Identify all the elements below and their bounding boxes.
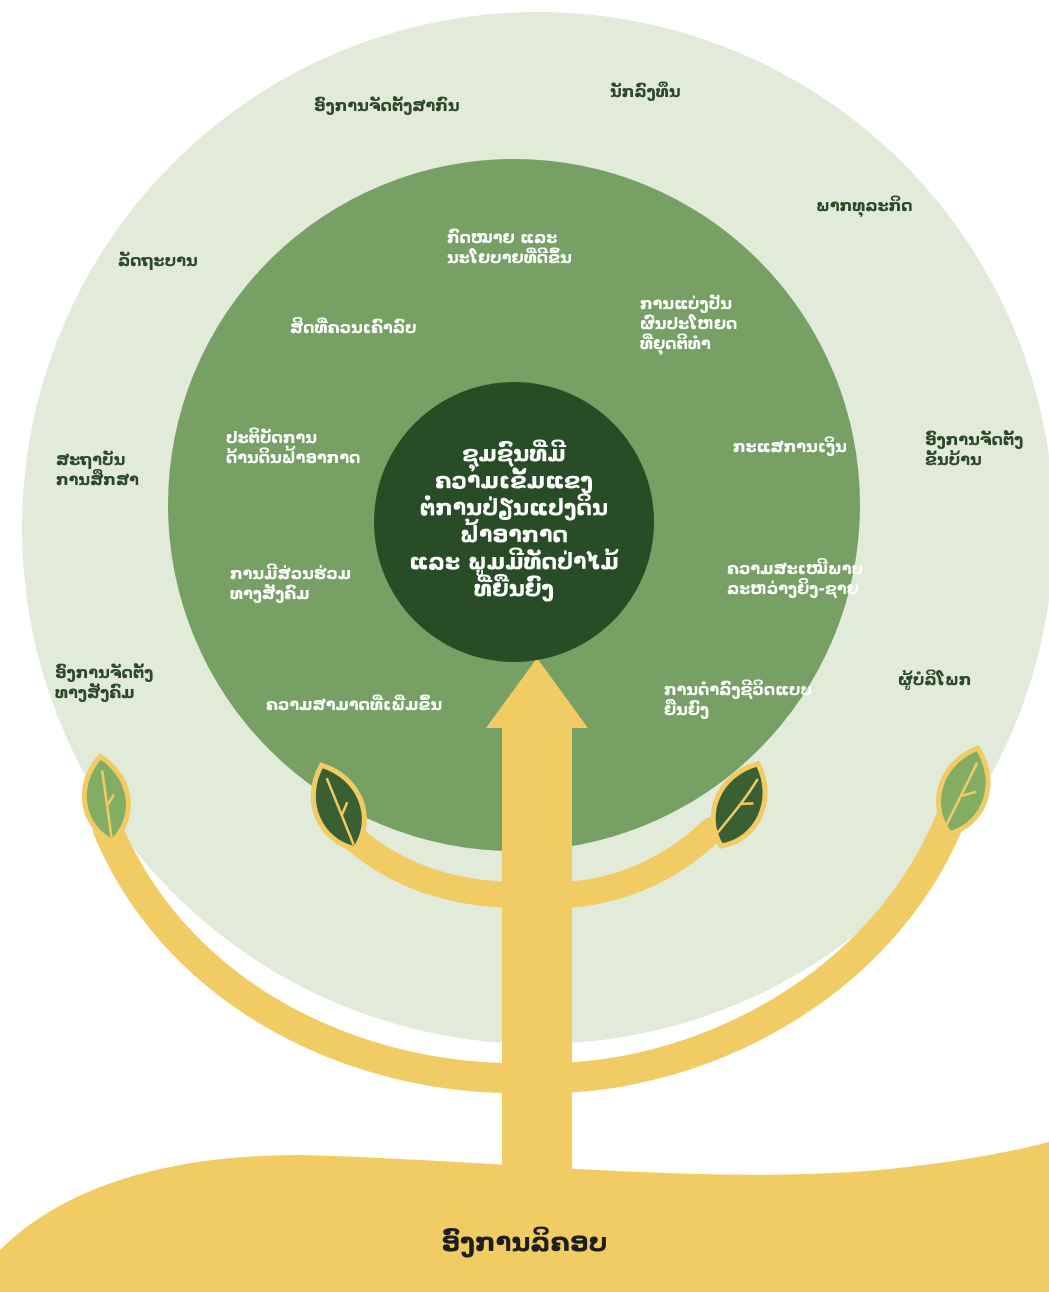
middle-label-climate-action: ປະຕິບັດການ ດ້ານດິນຟ້າອາກາດ [226,428,361,467]
right-inner-branch [543,817,725,908]
middle-label-social-participation: ການມີສ່ວນຮ່ວມ ທາງສັງຄົມ [230,564,352,603]
core-circle [374,382,654,662]
middle-label-gender-equality: ຄວາມສະເໝີພາບ ລະຫວ່າງຍິງ-ຊາຍ [727,559,864,598]
middle-label-laws: ກົດໝາຍ ແລະ ນະໂຍບາຍທີ່ດີຂຶ້ນ [447,228,572,267]
leaf-icon [710,760,768,849]
middle-label-finance-flow: ກະແສການເງິນ [733,437,847,456]
leaf-icon [310,762,367,852]
outer-label-social-orgs: ອົງການຈັດຕັ້ງ ທາງສັງຄົມ [55,663,154,702]
outer-label-consumers: ຜູ້ບໍລິໂພກ [898,670,972,689]
middle-label-livelihoods: ການດໍາລົງຊີວິດແບບ ຍືນຍົງ [664,680,813,719]
right-outer-branch [541,805,965,1093]
ground [0,1142,1049,1292]
left-inner-branch [337,822,533,908]
ground-label: ອົງການລິຄອບ [441,1228,608,1258]
trunk [502,720,572,1240]
middle-label-rights: ສິດທີ່ຄວນເຄົາລົບ [290,318,417,337]
outer-label-academic: ສະຖາບັນ ການສຶກສາ [56,450,139,489]
middle-label-benefit-sharing: ການແບ່ງປັນ ຜົນປະໂຫຍດ ທີ່ຍຸດຕິທໍາ [640,294,738,353]
leaf-icon [81,753,131,845]
outer-label-business: ພາກທຸລະກິດ [816,196,913,215]
core-statement: ຊຸມຊົນທີ່ມີ ຄວາມເຂັ້ມແຂງ ຕໍ່ການປ່ຽນແປງດິ… [409,442,619,602]
leaf-icon [936,745,991,837]
arrow-head [486,658,588,728]
middle-label-capacity: ຄວາມສາມາດທີ່ເພີ່ມຂຶ້ນ [266,695,443,714]
outer-label-village-orgs: ອົງການຈັດຕັ້ງ ຂັ້ນບ້ານ [925,430,1024,469]
left-outer-branch [93,815,535,1094]
outer-label-investors: ນັກລົງທຶນ [610,82,681,101]
outer-label-government: ລັດຖະບານ [118,251,198,270]
outer-label-international-orgs: ອົງການຈັດຕັ້ງສາກົນ [314,96,460,115]
